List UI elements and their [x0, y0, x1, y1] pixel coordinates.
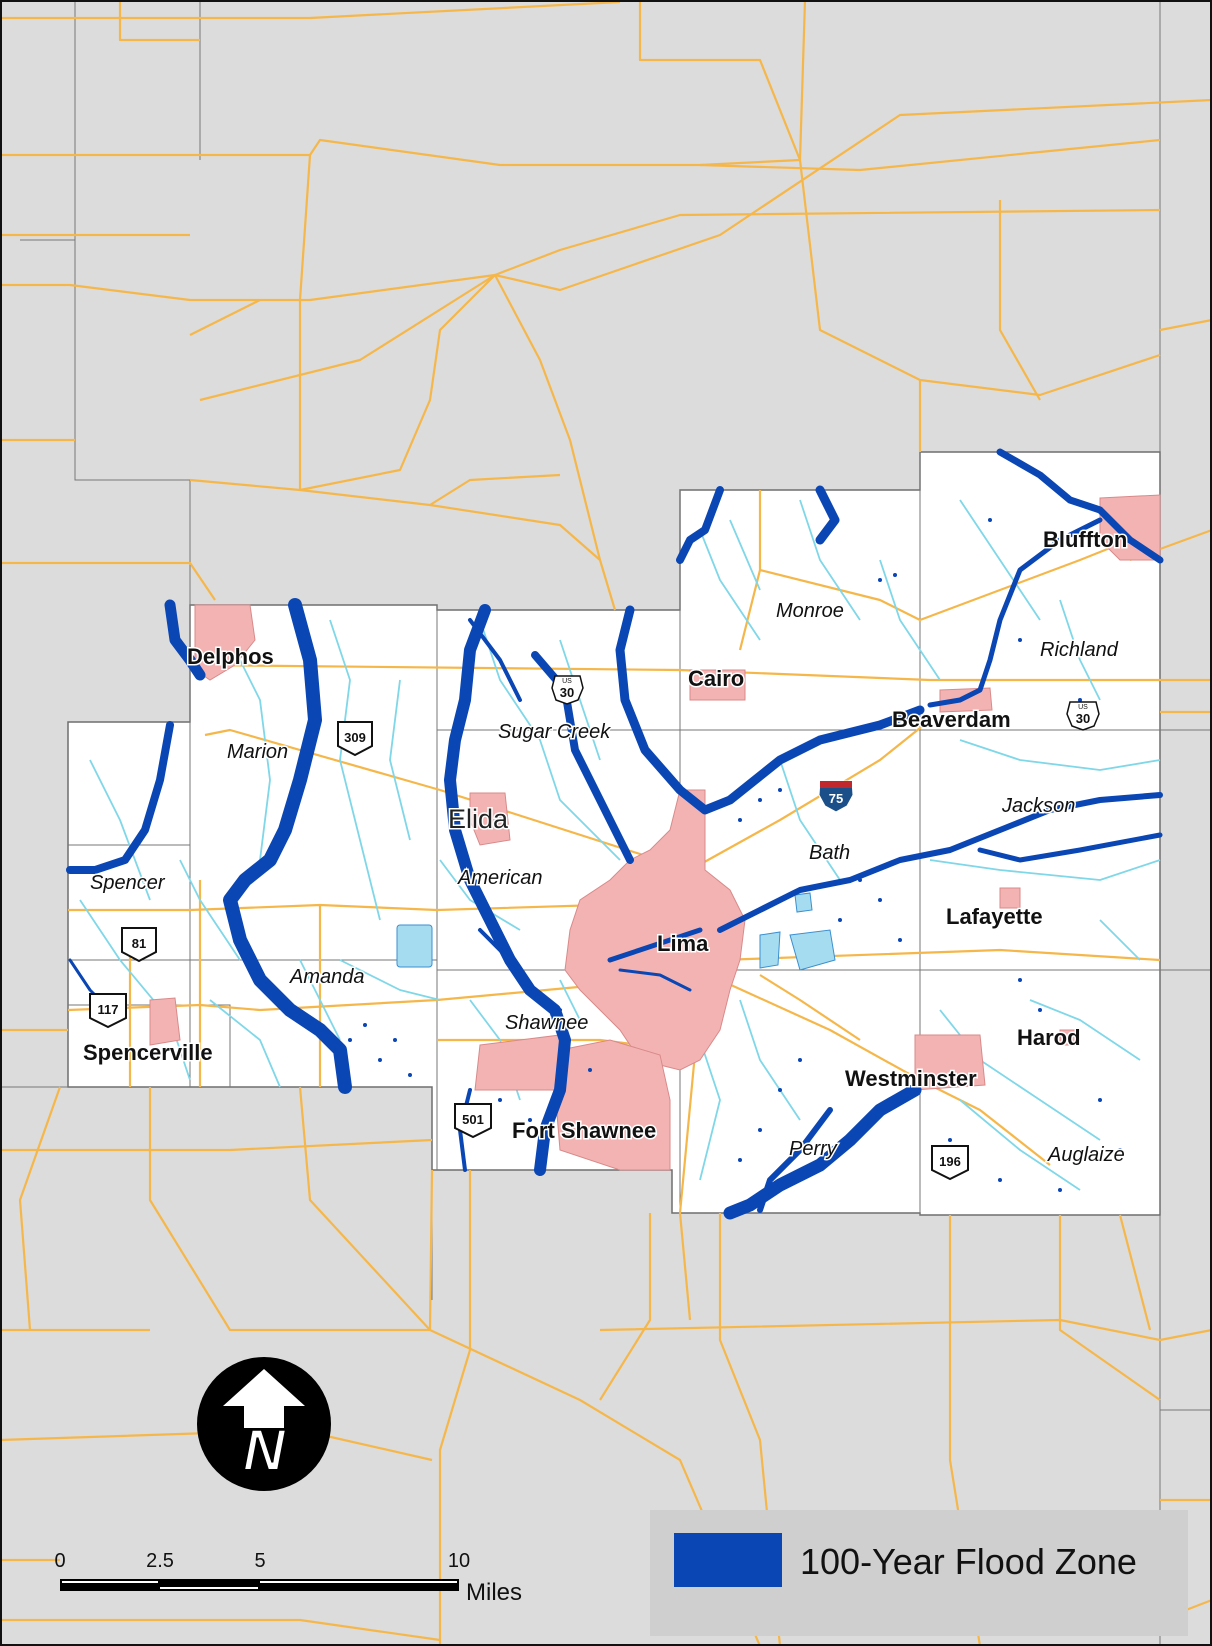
label-westminster: Westminster: [845, 1066, 977, 1091]
north-arrow-letter: N: [243, 1418, 286, 1483]
label-auglaize: Auglaize: [1047, 1144, 1125, 1166]
sr117-shield: 117: [89, 993, 127, 1029]
flood-zones: [66, 448, 1164, 1220]
svg-text:US: US: [1078, 704, 1088, 711]
legend-flood-label: 100-Year Flood Zone: [800, 1541, 1137, 1582]
legend-flood-swatch: [674, 1533, 782, 1587]
svg-text:196: 196: [939, 1154, 961, 1169]
lakes: [396, 892, 836, 971]
i75-shield: 75: [818, 780, 854, 813]
streams: [79, 499, 1161, 1191]
label-harod: Harod: [1017, 1025, 1081, 1050]
label-spencer: Spencer: [90, 872, 166, 894]
city-areas: [149, 494, 1161, 1171]
label-lima: Lima: [657, 931, 709, 956]
label-spencerville: Spencerville: [83, 1040, 213, 1065]
township-labels: Monroe Richland Sugar Creek Marion Jacks…: [89, 599, 1127, 1168]
label-sugar-creek: Sugar Creek: [498, 721, 611, 743]
svg-text:US: US: [562, 678, 572, 685]
sr196-shield: 196: [931, 1145, 969, 1181]
svg-text:309: 309: [344, 730, 366, 745]
svg-text:30: 30: [560, 685, 574, 700]
label-beaverdam: Beaverdam: [892, 707, 1011, 732]
label-perry: Perry: [789, 1138, 838, 1160]
label-lafayette: Lafayette: [946, 904, 1043, 929]
sr309-shield: 309: [337, 721, 373, 757]
scale-tick-0: 0: [54, 1550, 65, 1572]
place-labels: Delphos Cairo Bluffton Beaverdam Elida L…: [82, 526, 1129, 1145]
flood-spots: [348, 518, 1122, 1192]
scale-tick-5: 5: [254, 1550, 265, 1572]
north-arrow-icon: [223, 1369, 305, 1428]
label-richland: Richland: [1040, 639, 1119, 661]
svg-text:75: 75: [829, 791, 843, 806]
scale-tick-10: 10: [448, 1550, 470, 1572]
us30-west-shield: US 30: [551, 675, 584, 705]
label-american: American: [457, 867, 542, 889]
label-elida: Elida: [448, 804, 509, 834]
legend: 100-Year Flood Zone: [650, 1510, 1188, 1636]
scale-bar: 0 2.5 5 10 Miles: [54, 1550, 522, 1606]
label-fort-shawnee: Fort Shawnee: [512, 1118, 656, 1143]
label-delphos: Delphos: [187, 644, 274, 669]
label-monroe: Monroe: [776, 600, 844, 622]
label-shawnee: Shawnee: [505, 1012, 588, 1034]
sr81-shield: 81: [121, 927, 157, 963]
label-bath: Bath: [809, 842, 850, 864]
svg-text:117: 117: [98, 1002, 119, 1017]
scale-tick-2-5: 2.5: [146, 1550, 174, 1572]
label-jackson: Jackson: [1001, 795, 1075, 817]
north-arrow: N: [197, 1357, 331, 1491]
label-amanda: Amanda: [289, 966, 365, 988]
scale-unit: Miles: [466, 1579, 522, 1606]
svg-text:81: 81: [132, 936, 146, 951]
label-bluffton: Bluffton: [1043, 527, 1127, 552]
svg-text:30: 30: [1076, 711, 1090, 726]
sr501-shield: 501: [454, 1103, 492, 1139]
label-cairo: Cairo: [688, 666, 744, 691]
us30-east-shield: US 30: [1066, 701, 1100, 731]
label-marion: Marion: [227, 741, 288, 763]
svg-text:501: 501: [462, 1112, 484, 1127]
